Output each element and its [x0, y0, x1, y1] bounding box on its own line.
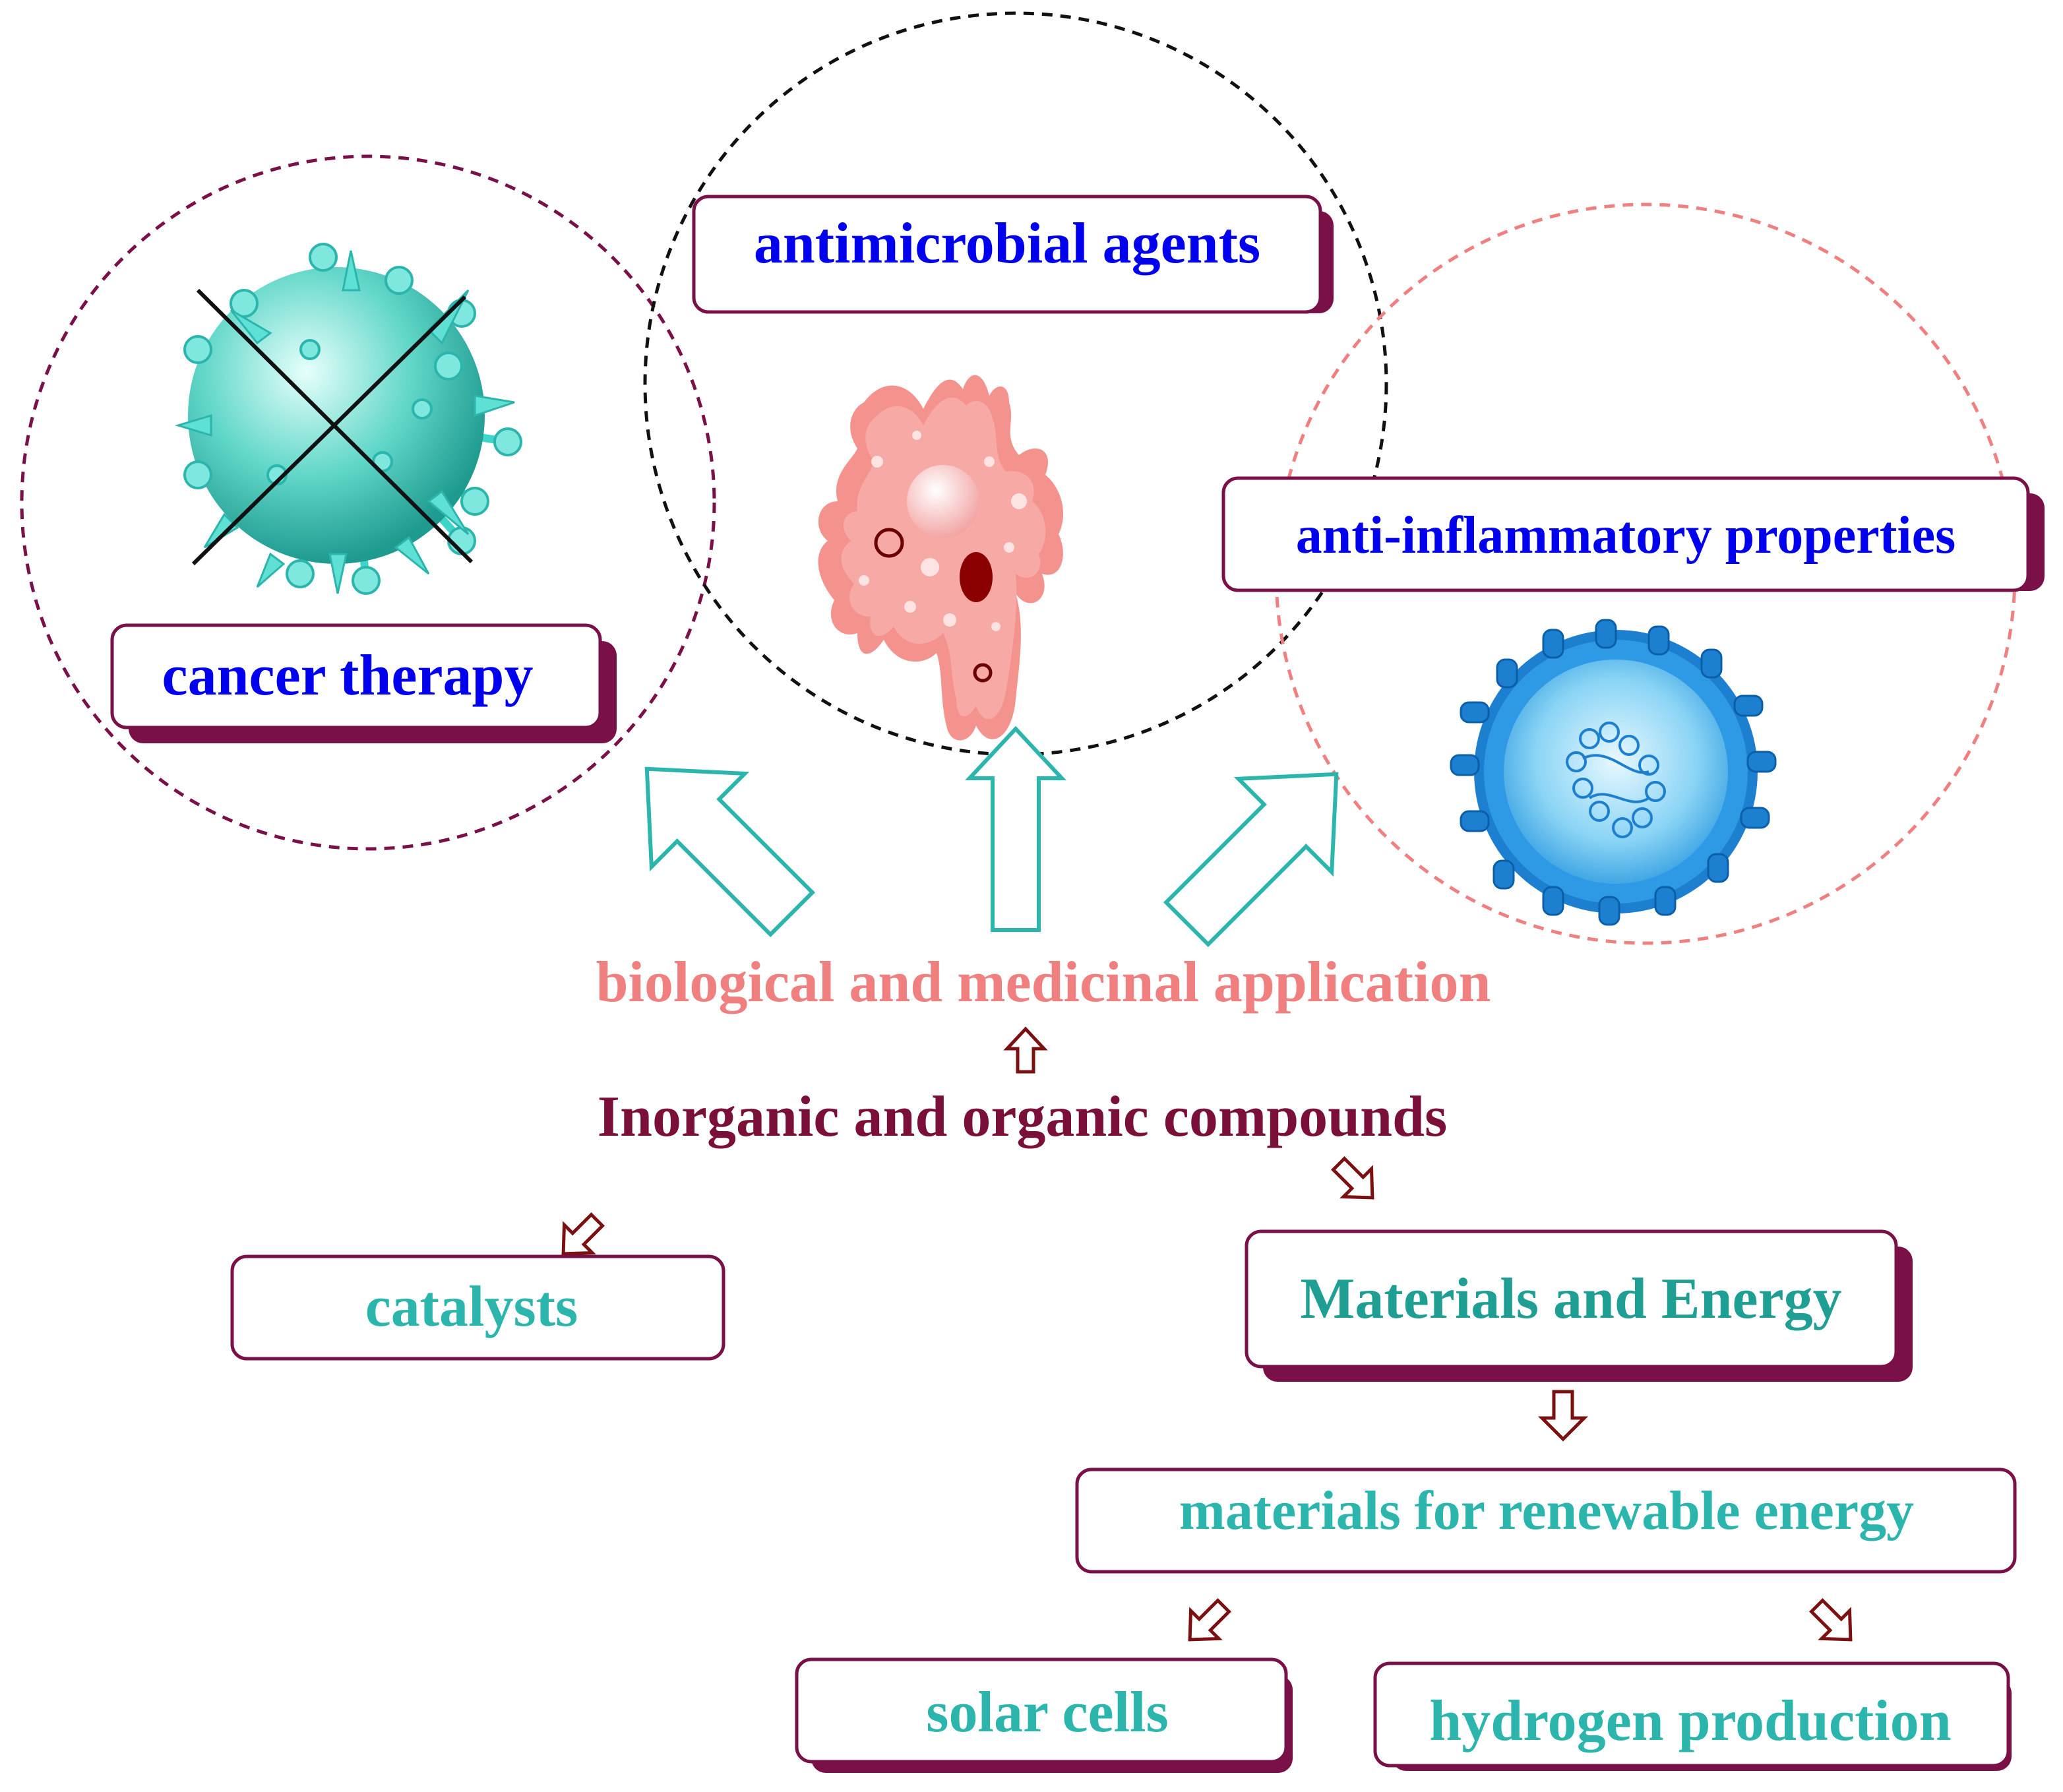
virus-icon — [1450, 619, 1777, 926]
bacterium-dark-spot — [960, 552, 993, 602]
cancer-therapy-label: cancer therapy — [162, 644, 534, 708]
materials-energy-box — [1245, 1229, 1913, 1382]
arrow-to-renewable — [1537, 1390, 1589, 1442]
antimicrobial-box — [692, 195, 1334, 314]
bio-medicinal-label: biological and medicinal application — [596, 950, 1491, 1014]
anti-inflammatory-box — [1221, 476, 2045, 592]
teal-arrow-right — [1163, 772, 1339, 948]
cancer-therapy-circle — [20, 154, 716, 851]
renewable-label: materials for renewable energy — [1179, 1480, 1914, 1541]
solar-cells-label: solar cells — [926, 1681, 1168, 1745]
bacterium-icon — [818, 375, 1064, 741]
arrow-to-solar — [1188, 1597, 1232, 1642]
antimicrobial-agents-label: antimicrobial agents — [754, 212, 1260, 276]
arrow-up-to-bio — [1003, 1026, 1048, 1074]
cancer-therapy-box — [110, 623, 617, 743]
hydrogen-label: hydrogen production — [1429, 1689, 1951, 1753]
renewable-box — [1075, 1468, 2017, 1574]
catalysts-box — [230, 1254, 725, 1361]
compounds-label: Inorganic and organic compounds — [598, 1085, 1447, 1149]
materials-energy-label: Materials and Energy — [1300, 1267, 1841, 1331]
catalysts-label: catalysts — [365, 1275, 578, 1339]
cancer-cell-crossed-icon — [174, 243, 522, 595]
teal-arrow-middle — [965, 726, 1066, 932]
teal-arrow-left — [644, 766, 816, 938]
anti-inflammatory-label: anti-inflammatory properties — [1296, 507, 1956, 565]
cross-line-2 — [191, 295, 467, 566]
arrow-to-hydrogen — [1808, 1597, 1853, 1642]
arrow-to-catalysts — [561, 1212, 605, 1256]
hydrogen-box — [1373, 1661, 2012, 1771]
solar-cells-box — [795, 1657, 1293, 1773]
arrow-to-materials — [1330, 1156, 1374, 1200]
